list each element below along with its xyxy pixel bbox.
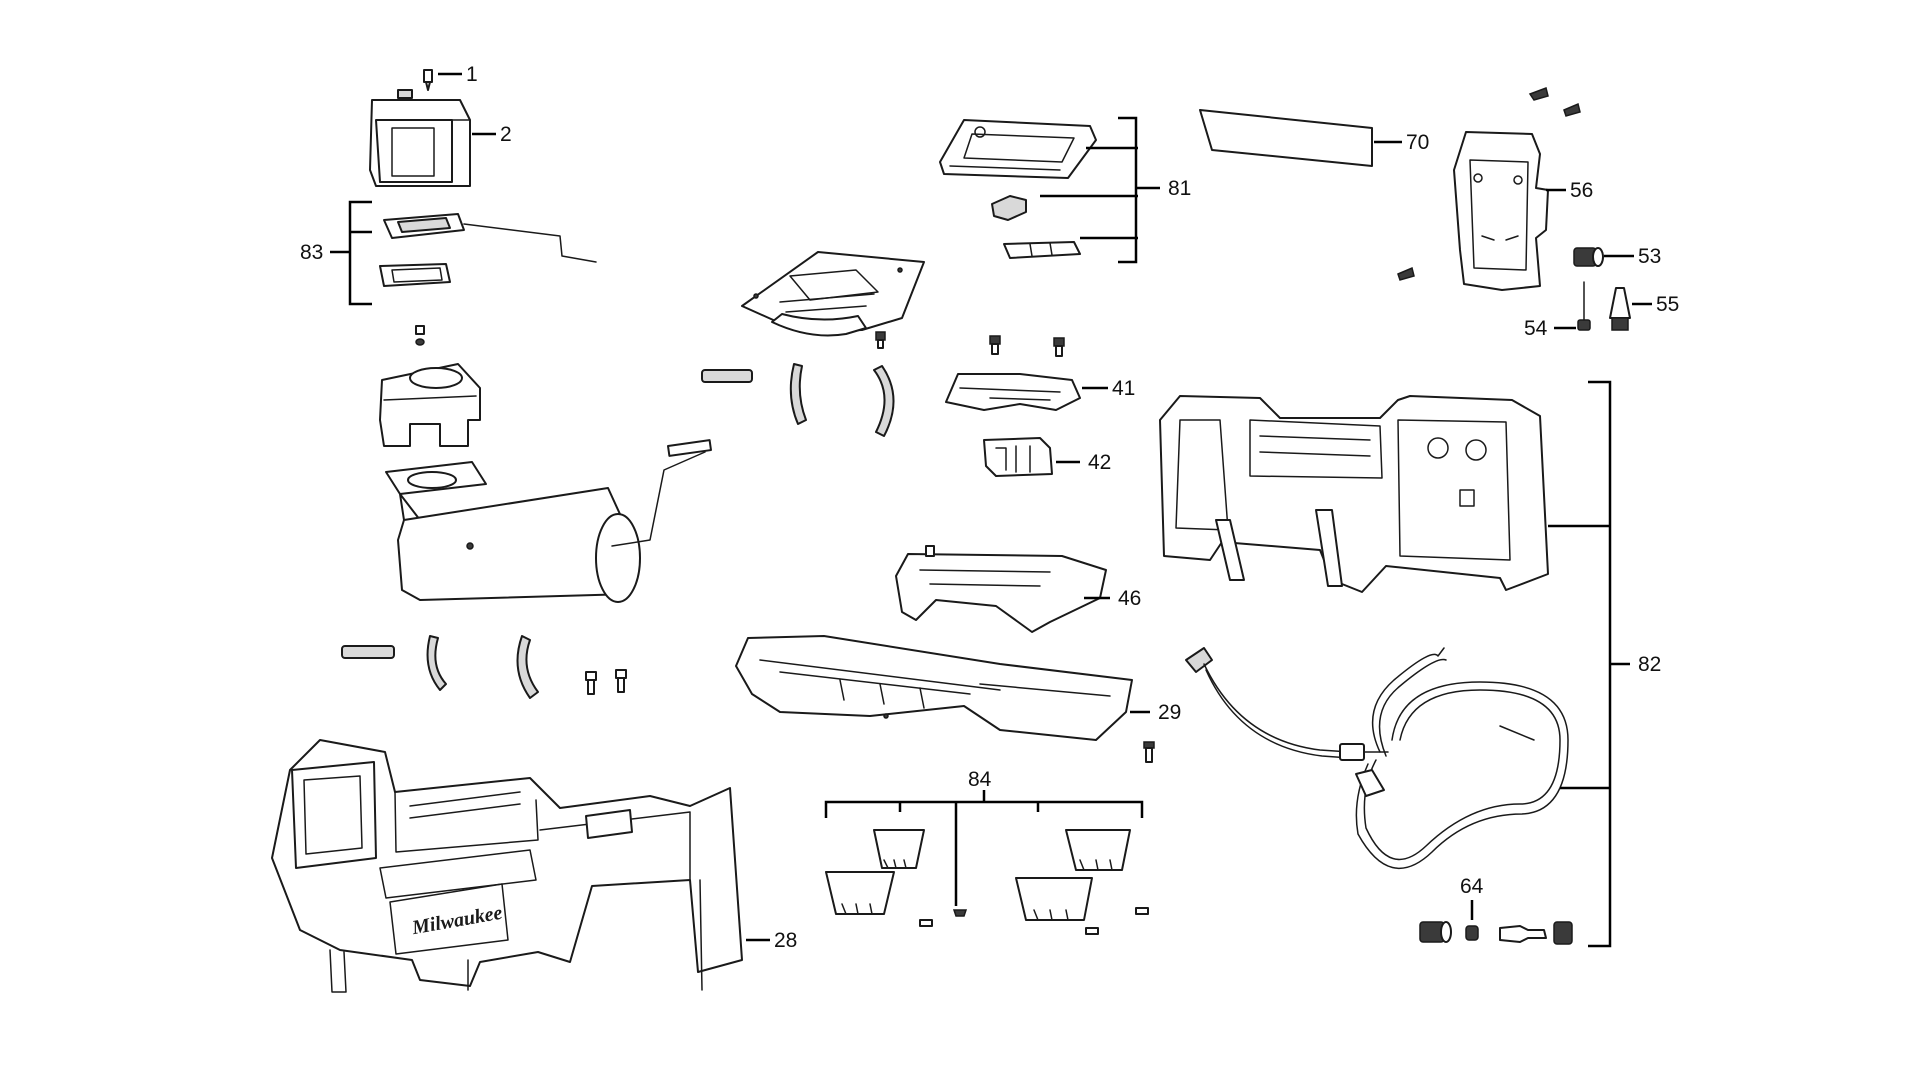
part-2-fan-cover: [369, 89, 471, 187]
callout-82: 82: [1638, 653, 1661, 676]
callout-64: 64: [1460, 875, 1484, 898]
part-28-housing: M18 Milwaukee: [271, 739, 743, 993]
seal-set-left: [341, 635, 539, 699]
part-46-frame: [895, 545, 1107, 633]
screw-pcb: [875, 331, 886, 349]
pcb-board: [741, 251, 925, 337]
callout-84: 84: [968, 768, 992, 791]
callout-29: 29: [1158, 701, 1181, 724]
callout-54: 54: [1524, 317, 1548, 340]
part-56-battery-door: [1453, 131, 1549, 291]
part-53-valve-adapter: [1573, 247, 1604, 267]
motor-assembly: [385, 439, 712, 603]
part-82-inner-housing: [1159, 395, 1549, 593]
callout-83: 83: [300, 241, 323, 264]
callout-56: 56: [1570, 179, 1593, 202]
callout-42: 42: [1088, 451, 1111, 474]
callout-2: 2: [500, 123, 512, 146]
callout-53: 53: [1638, 245, 1661, 268]
part-55-nozzle: [1609, 287, 1631, 331]
part-41-bracket: [945, 335, 1081, 411]
seal-set-middle: [701, 363, 895, 437]
part-64-fittings: [1419, 921, 1573, 945]
part-54-needle: [1577, 281, 1591, 331]
part-70-label: [1199, 109, 1373, 167]
callout-1: 1: [466, 63, 478, 86]
callout-70: 70: [1406, 131, 1429, 154]
screw-small: [415, 325, 425, 346]
part-82-hose: [1185, 647, 1569, 869]
screw-base: [1143, 741, 1155, 763]
screws-door: [1397, 87, 1581, 281]
callout-55: 55: [1656, 293, 1679, 316]
callout-81: 81: [1168, 177, 1191, 200]
part-29-base-tray: [735, 635, 1133, 741]
compressor-head: [379, 363, 481, 447]
part-83-fan-assembly: [379, 213, 597, 287]
callout-46: 46: [1118, 587, 1141, 610]
part-1-screw: [423, 69, 433, 91]
part-84-feet-set: [825, 829, 1149, 935]
part-42-connector: [983, 437, 1053, 477]
callout-28: 28: [774, 929, 797, 952]
screws-pair: [585, 669, 627, 695]
m18-badge: M18: [592, 817, 621, 834]
part-81-display-assembly: [939, 119, 1097, 259]
callout-41: 41: [1112, 377, 1135, 400]
